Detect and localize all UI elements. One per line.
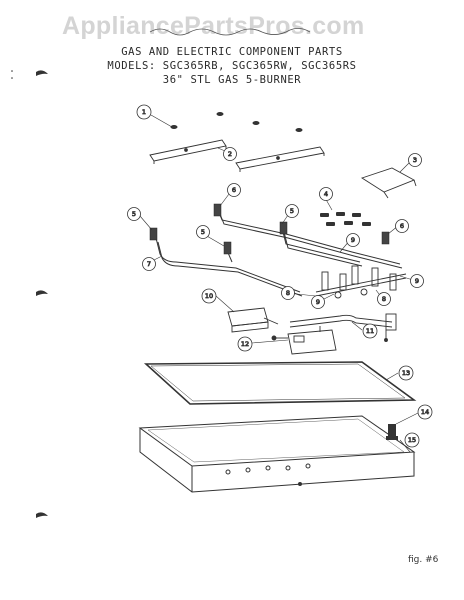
callout-label: 12 [241, 340, 249, 348]
callout-13: 13 [398, 365, 414, 381]
callout-6b: 6 [395, 219, 409, 233]
callout-3: 3 [408, 153, 422, 167]
callout-label: 9 [415, 277, 419, 285]
burner-box [138, 415, 416, 493]
side-bracket [360, 167, 417, 199]
callout-label: 5 [201, 228, 205, 236]
callout-label: 1 [142, 108, 146, 116]
callout-9c: 9 [410, 274, 424, 288]
binder-hole-marks [11, 70, 48, 518]
callout-4: 4 [319, 187, 333, 201]
callout-label: 8 [382, 295, 386, 303]
callout-8b: 8 [377, 292, 391, 306]
header-line-3: 36" STL GAS 5-BURNER [162, 74, 302, 86]
callout-label: 3 [413, 156, 417, 164]
regulator-fitting [386, 424, 398, 440]
callout-5c: 5 [285, 204, 299, 218]
burner-grommets [320, 212, 371, 226]
callout-bubbles: 1 2 3 4 5 5 5 6 6 7 8 8 9 9 9 10 11 12 1… [127, 104, 433, 448]
callout-10: 10 [201, 288, 217, 304]
callout-5b: 5 [196, 225, 210, 239]
callout-label: 14 [421, 408, 429, 416]
valve-cluster [315, 265, 407, 302]
callout-label: 10 [205, 292, 213, 300]
callout-label: 11 [366, 327, 374, 335]
burner-valves [149, 203, 390, 255]
callout-8a: 8 [281, 286, 295, 300]
callout-2: 2 [223, 147, 237, 161]
callout-7: 7 [142, 257, 156, 271]
figure-label: fig. #6 [408, 555, 439, 565]
manifold-tube [289, 313, 397, 342]
header-line-1: GAS AND ELECTRIC COMPONENT PARTS [121, 46, 343, 58]
callout-15: 15 [404, 432, 420, 448]
callout-1: 1 [136, 104, 152, 120]
callout-5a: 5 [127, 207, 141, 221]
title-scribble [149, 28, 311, 36]
callout-9b: 9 [311, 295, 325, 309]
callout-label: 6 [400, 222, 404, 230]
callout-11: 11 [362, 323, 378, 339]
callout-label: 6 [232, 186, 236, 194]
callout-6a: 6 [227, 183, 241, 197]
burner-bracket-left [149, 139, 227, 164]
callout-label: 5 [132, 210, 136, 218]
callout-12: 12 [237, 336, 253, 352]
callout-label: 4 [324, 190, 328, 198]
callout-14: 14 [417, 404, 433, 420]
callout-label: 7 [147, 260, 151, 268]
callout-label: 9 [351, 236, 355, 244]
callout-label: 8 [286, 289, 290, 297]
transformer [271, 326, 337, 355]
watermark: AppliancePartsPros.com [62, 12, 365, 40]
callout-label: 15 [408, 436, 416, 444]
gasket [143, 361, 417, 405]
burner-bracket-right [235, 146, 325, 172]
callout-label: 5 [290, 207, 294, 215]
callout-label: 2 [228, 150, 232, 158]
spark-module [227, 307, 279, 333]
grate-screws [170, 112, 303, 132]
callout-label: 13 [402, 369, 410, 377]
callout-label: 9 [316, 298, 320, 306]
header-line-2: MODELS: SGC365RB, SGC365RW, SGC365RS [107, 60, 357, 72]
callout-9a: 9 [346, 233, 360, 247]
